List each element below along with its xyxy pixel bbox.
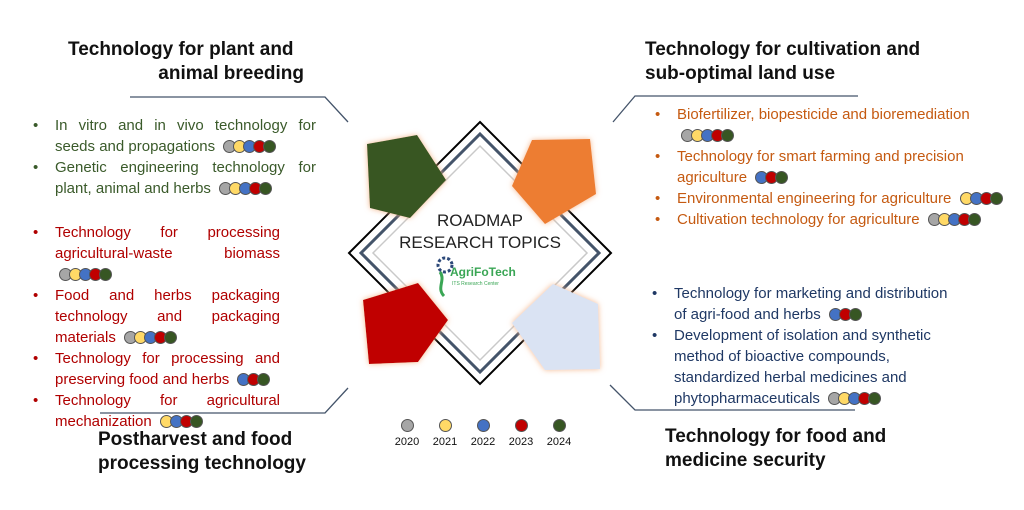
year-dots [124, 331, 178, 344]
connector-line-security [609, 384, 855, 411]
year-legend: 2020 2021 2022 2023 2024 [392, 419, 574, 448]
year-dot-2024 [848, 308, 862, 321]
year-dot-2024 [189, 415, 203, 428]
legend-label: 2024 [546, 436, 572, 448]
item-text: Biofertilizer, biopesticide and bioremed… [677, 106, 970, 123]
year-dots [237, 373, 271, 386]
list-item: Technology for smart farming and precisi… [655, 146, 1024, 188]
year-dot-2024 [967, 213, 981, 226]
year-dot-2024 [775, 171, 789, 184]
pentagon-green [367, 135, 446, 218]
list-item: In vitro and in vivo technology for seed… [33, 115, 316, 157]
year-dots [959, 192, 1003, 205]
item-text: Genetic engineering technology for plant… [55, 159, 316, 197]
year-dot-2024 [263, 140, 277, 153]
list-item: Technology for marketing and distributio… [652, 283, 952, 325]
year-dots [59, 268, 112, 281]
item-text: Technology for smart farming and precisi… [677, 148, 964, 186]
year-dots [755, 171, 789, 184]
list-item: Environmental engineering for agricultur… [655, 188, 1024, 209]
legend-dot [476, 419, 490, 432]
item-text: Cultivation technology for agriculture [677, 211, 920, 228]
list-item: Genetic engineering technology for plant… [33, 157, 316, 199]
legend-dot [514, 419, 528, 432]
postharvest-list: Technology for processing agricultural-w… [33, 222, 280, 432]
item-text: Technology for agricultural mechanizatio… [55, 392, 280, 430]
year-dot-2024 [99, 268, 112, 281]
item-text: Food and herbs packaging technology and … [55, 287, 280, 346]
list-item: Technology for agricultural mechanizatio… [33, 390, 280, 432]
item-text: Environmental engineering for agricultur… [677, 190, 952, 207]
connector-line-cultivation [612, 95, 858, 123]
cultivation-title: Technology for cultivation and sub-optim… [645, 39, 921, 84]
security-list: Technology for marketing and distributio… [652, 283, 952, 409]
item-text: Technology for processing agricultural-w… [55, 224, 280, 262]
year-dot-2024 [721, 129, 734, 142]
agrifotech-logo: AgriFoTech ITS Research Center [436, 256, 516, 298]
legend-dot [400, 419, 414, 432]
plant-breeding-list: In vitro and in vivo technology for seed… [33, 115, 316, 199]
list-item: Technology for processing agricultural-w… [33, 222, 280, 285]
year-dot-2024 [259, 182, 273, 195]
year-dots [927, 213, 981, 226]
legend-item-2021: 2021 [430, 419, 460, 448]
legend-item-2022: 2022 [468, 419, 498, 448]
item-text: Technology for marketing and distributio… [674, 285, 948, 323]
legend-item-2024: 2024 [544, 419, 574, 448]
year-dots [223, 140, 277, 153]
legend-label: 2022 [470, 436, 496, 448]
year-dot-2024 [164, 331, 178, 344]
legend-item-2020: 2020 [392, 419, 422, 448]
year-dots [219, 182, 273, 195]
connector-line-plant [130, 96, 349, 123]
center-title-line1: ROADMAP [437, 211, 523, 230]
year-dots [828, 308, 862, 321]
svg-text:ITS Research Center: ITS Research Center [452, 281, 499, 287]
list-item: Development of isolation and synthetic m… [652, 325, 952, 409]
legend-dot [552, 419, 566, 432]
list-item: Biofertilizer, biopesticide and bioremed… [655, 104, 1024, 146]
item-text: Technology for processing and preserving… [55, 350, 280, 388]
security-title: Technology for food and medicine securit… [665, 426, 887, 471]
legend-dot [438, 419, 452, 432]
year-dot-2024 [989, 192, 1003, 205]
item-text: Development of isolation and synthetic m… [674, 327, 931, 407]
center-title-line2: RESEARCH TOPICS [399, 233, 561, 252]
year-dot-2024 [257, 373, 271, 386]
year-dots [681, 129, 734, 142]
legend-item-2023: 2023 [506, 419, 536, 448]
plant-breeding-title: Technology for plant and animal breeding [68, 39, 304, 84]
year-dots [159, 415, 203, 428]
postharvest-title: Postharvest and food processing technolo… [98, 429, 306, 474]
year-dots [828, 392, 882, 405]
legend-label: 2020 [394, 436, 420, 448]
legend-label: 2021 [432, 436, 458, 448]
svg-text:AgriFoTech: AgriFoTech [450, 265, 516, 279]
cultivation-list: Biofertilizer, biopesticide and bioremed… [655, 104, 1024, 230]
pentagon-orange [512, 139, 596, 224]
list-item: Food and herbs packaging technology and … [33, 285, 280, 348]
item-text: In vitro and in vivo technology for seed… [55, 117, 316, 155]
year-dot-2024 [868, 392, 882, 405]
legend-label: 2023 [508, 436, 534, 448]
pentagon-lightblue [512, 284, 600, 370]
pentagon-red [363, 283, 448, 364]
list-item: Technology for processing and preserving… [33, 348, 280, 390]
list-item: Cultivation technology for agriculture [655, 209, 1024, 230]
